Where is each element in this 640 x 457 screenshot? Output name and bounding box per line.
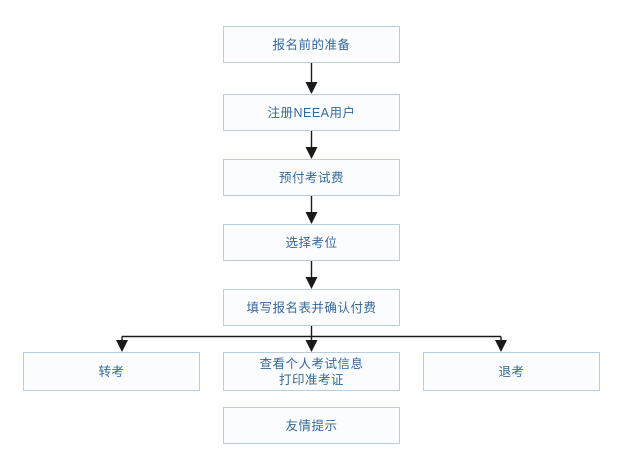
node-friendly-tips-label: 友情提示 xyxy=(285,418,338,433)
edge-prep-to-register xyxy=(305,63,318,94)
node-fill-form-confirm-payment-label: 填写报名表并确认付费 xyxy=(246,300,377,315)
node-withdraw-exam-label: 退考 xyxy=(498,364,525,379)
node-preparation[interactable]: 报名前的准备 xyxy=(223,26,400,63)
node-register-neea-account[interactable]: 注册NEEA用户 xyxy=(223,94,400,131)
edge-form-to-info xyxy=(305,326,318,352)
edge-prepay-to-seat xyxy=(305,196,318,224)
node-view-exam-info-print-admission-ticket-label: 查看个人考试信息 打印准考证 xyxy=(259,356,364,387)
node-register-neea-account-label: 注册NEEA用户 xyxy=(267,105,356,120)
node-fill-form-confirm-payment[interactable]: 填写报名表并确认付费 xyxy=(223,289,400,326)
edge-register-to-prepay xyxy=(305,131,318,159)
node-withdraw-exam[interactable]: 退考 xyxy=(423,352,600,391)
node-prepay-exam-fee-label: 预付考试费 xyxy=(278,170,344,185)
node-friendly-tips[interactable]: 友情提示 xyxy=(223,407,400,444)
edge-form-branch-bus xyxy=(116,335,507,352)
node-transfer-exam[interactable]: 转考 xyxy=(23,352,200,391)
node-view-exam-info-print-admission-ticket[interactable]: 查看个人考试信息 打印准考证 xyxy=(223,352,400,391)
node-preparation-label: 报名前的准备 xyxy=(272,37,351,52)
node-transfer-exam-label: 转考 xyxy=(98,364,125,379)
edge-seat-to-form xyxy=(305,261,318,289)
node-prepay-exam-fee[interactable]: 预付考试费 xyxy=(223,159,400,196)
node-select-exam-seat[interactable]: 选择考位 xyxy=(223,224,400,261)
node-select-exam-seat-label: 选择考位 xyxy=(285,235,338,250)
